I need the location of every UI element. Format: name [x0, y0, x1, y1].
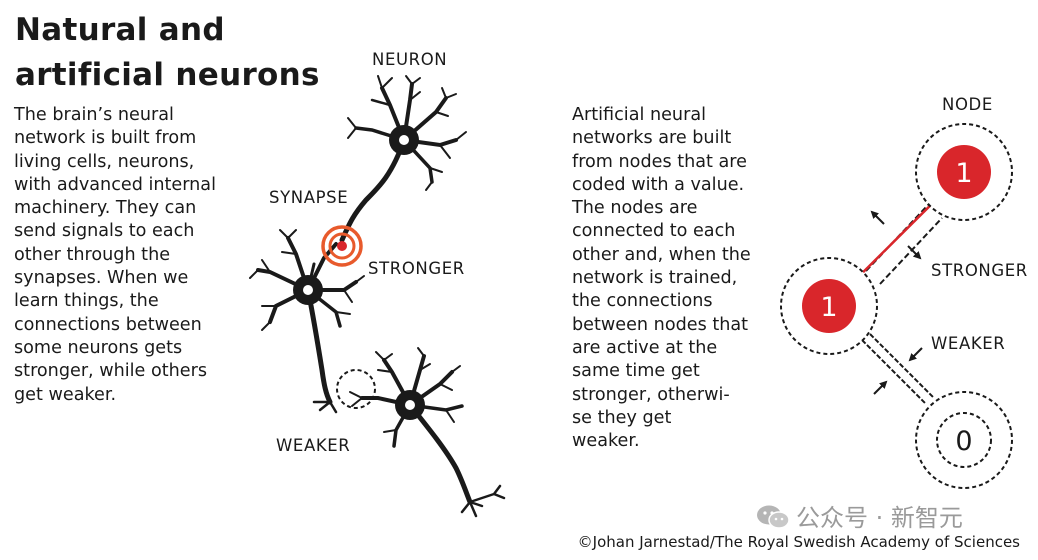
text-line: some neurons gets — [14, 337, 183, 358]
node-bottom-value: 0 — [955, 426, 972, 457]
text-line: are active at the — [572, 337, 718, 358]
text-line: stronger, otherwi- — [572, 384, 730, 405]
label-node: NODE — [942, 95, 993, 114]
node-top-value: 1 — [955, 158, 972, 189]
text-line: learn things, the — [14, 291, 159, 312]
weak-connection — [861, 333, 935, 405]
label-stronger-artificial: STRONGER — [931, 261, 1028, 280]
text-line: get weaker. — [14, 384, 117, 405]
page-title: Natural and artificial neurons — [15, 8, 320, 98]
text-line: weaker. — [572, 431, 640, 452]
neuron-top-nucleus — [399, 135, 409, 145]
neuron-bottom — [349, 347, 506, 518]
neuron-bottom-nucleus — [405, 400, 415, 410]
node-top — [915, 123, 1013, 221]
text-line: coded with a value. — [572, 174, 745, 195]
label-synapse: SYNAPSE — [269, 188, 349, 207]
text-line: connected to each — [572, 221, 736, 242]
watermark-text: 公众号 · 新智元 — [796, 504, 963, 532]
text-line: synapses. When we — [14, 268, 189, 289]
text-line: other through the — [14, 244, 171, 265]
text-line: the connections — [572, 291, 713, 312]
text-line: from nodes that are — [572, 151, 747, 172]
wechat-icon — [757, 505, 790, 529]
text-line: network is trained, — [572, 268, 738, 289]
text-line: network is built from — [14, 128, 197, 149]
neuron-middle-nucleus — [303, 285, 313, 295]
neuron-top — [339, 75, 467, 243]
title-line-2: artificial neurons — [15, 57, 320, 93]
label-weaker-artificial: WEAKER — [931, 334, 1006, 353]
label-stronger-natural: STRONGER — [368, 259, 465, 278]
stronger-arrow-icon — [907, 245, 922, 260]
node-bottom — [915, 391, 1013, 489]
artificial-network-description: Artificial neural networks are built fro… — [572, 104, 751, 453]
label-weaker-natural: WEAKER — [276, 436, 351, 455]
node-middle-value: 1 — [820, 292, 837, 323]
text-line: machinery. They can — [14, 198, 197, 219]
text-line: connections between — [14, 314, 202, 335]
natural-neuron-description: The brain’s neural network is built from… — [14, 104, 216, 407]
text-line: send signals to each — [14, 221, 195, 242]
stronger-arrow-icon — [870, 210, 885, 225]
text-line: The brain’s neural — [14, 105, 174, 125]
title-line-1: Natural and — [15, 12, 225, 48]
text-line: other and, when the — [572, 244, 751, 265]
weaker-arrow-icon — [873, 380, 888, 395]
node-middle — [780, 257, 878, 355]
text-line: The nodes are — [572, 198, 698, 219]
image-credit: ©Johan Jarnestad/The Royal Swedish Acade… — [577, 533, 1020, 551]
text-line: networks are built — [572, 128, 732, 149]
text-line: living cells, neurons, — [14, 151, 195, 172]
weak-synapse — [336, 369, 376, 409]
text-line: stronger, while others — [14, 361, 208, 382]
text-line: between nodes that — [572, 314, 749, 335]
label-neuron: NEURON — [372, 50, 448, 69]
text-line: Artificial neural — [572, 105, 706, 125]
text-line: with advanced internal — [14, 174, 216, 195]
watermark: 公众号 · 新智元 — [756, 503, 963, 533]
text-line: same time get — [572, 361, 700, 382]
weaker-arrow-icon — [908, 347, 923, 362]
text-line: se they get — [572, 407, 672, 428]
strong-synapse — [321, 225, 363, 267]
